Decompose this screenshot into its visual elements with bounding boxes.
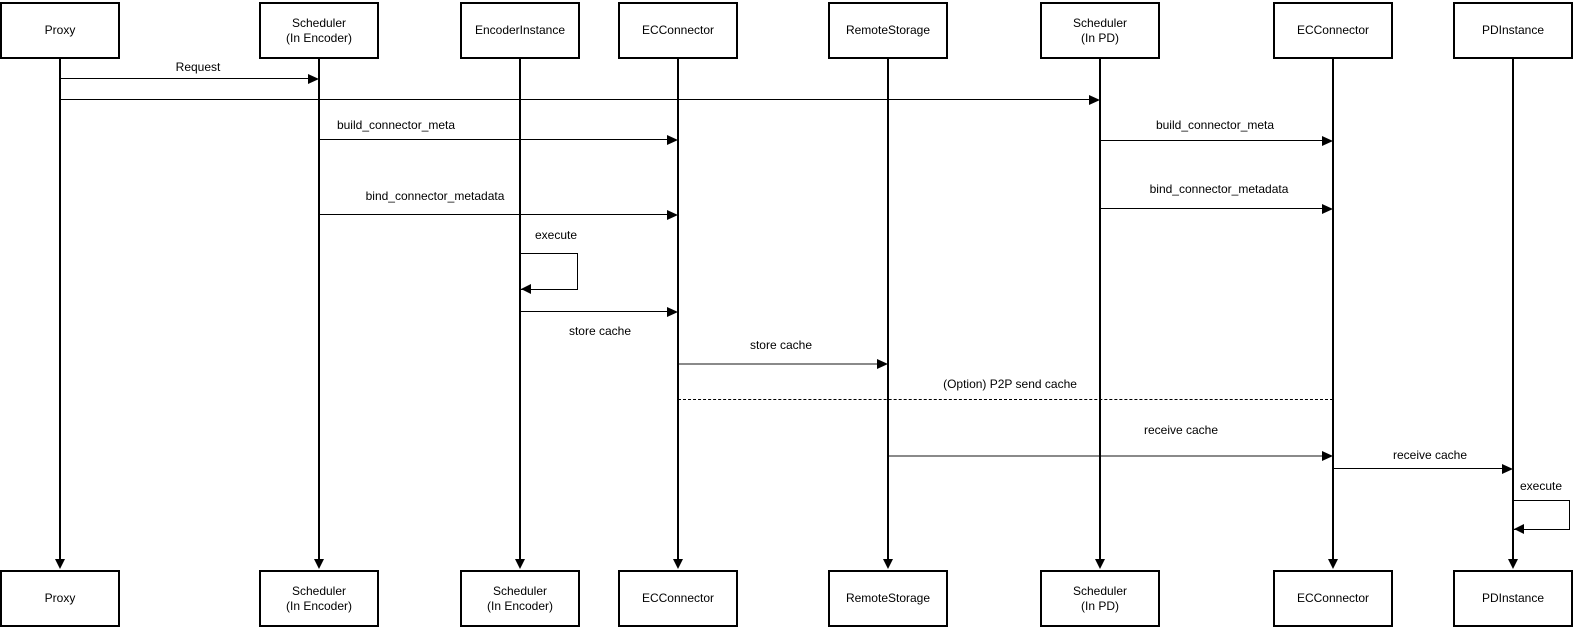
lifeline-proxy — [59, 59, 61, 560]
self-loop-execute-pd — [1513, 500, 1570, 530]
lifeline-encoder-instance — [519, 59, 521, 560]
arrowhead-build-connector-meta-right — [1322, 136, 1333, 146]
lifeline-scheduler-encoder — [318, 59, 320, 560]
message-line-p2p-send-cache — [678, 399, 1333, 400]
self-loop-execute-encoder — [520, 253, 578, 290]
lifeline-scheduler-pd — [1099, 59, 1101, 560]
arrowhead-store-cache-1 — [667, 307, 678, 317]
message-label-p2p-send-cache: (Option) P2P send cache — [943, 377, 1077, 391]
lifeline-end-arrow-scheduler-encoder — [314, 559, 324, 569]
actor-bottom-scheduler-pd: Scheduler (In PD) — [1040, 570, 1160, 627]
actor-bottom-scheduler-encoder: Scheduler (In Encoder) — [259, 570, 379, 627]
message-label-receive-cache-1: receive cache — [1143, 423, 1219, 437]
message-label-store-cache-1: store cache — [568, 324, 632, 338]
message-label-execute-encoder: execute — [535, 228, 578, 242]
message-line-build-connector-meta-right — [1100, 140, 1324, 141]
lifeline-ec-connector-encoder — [677, 59, 679, 560]
lifeline-end-arrow-pd-instance — [1508, 559, 1518, 569]
message-line-build-connector-meta-left — [319, 139, 669, 140]
actor-top-ec-connector-encoder: ECConnector — [618, 2, 738, 59]
actor-top-pd-instance: PDInstance — [1453, 2, 1573, 59]
arrowhead-build-connector-meta-left — [667, 135, 678, 145]
message-line-bind-connector-metadata-left — [319, 214, 669, 215]
arrowhead-store-cache-2 — [877, 359, 888, 369]
lifeline-end-arrow-remote-storage — [883, 559, 893, 569]
message-label-bind-connector-metadata-right: bind_connector_metadata — [1149, 182, 1289, 196]
message-label-build-connector-meta-right: build_connector_meta — [1155, 118, 1275, 132]
arrowhead-receive-cache-2 — [1502, 464, 1513, 474]
lifeline-remote-storage — [887, 59, 889, 560]
actor-bottom-pd-instance: PDInstance — [1453, 570, 1573, 627]
lifeline-ec-connector-pd — [1332, 59, 1334, 560]
lifeline-end-arrow-ec-connector-pd — [1328, 559, 1338, 569]
actor-top-scheduler-pd: Scheduler (In PD) — [1040, 2, 1160, 59]
lifeline-pd-instance — [1512, 59, 1514, 560]
message-line-request — [60, 78, 310, 79]
arrowhead-bind-connector-metadata-left — [667, 210, 678, 220]
message-label-build-connector-meta-left: build_connector_meta — [336, 118, 456, 132]
lifeline-end-arrow-scheduler-pd — [1095, 559, 1105, 569]
lifeline-end-arrow-proxy — [55, 559, 65, 569]
message-line-bind-connector-metadata-right — [1100, 208, 1324, 209]
actor-top-scheduler-encoder: Scheduler (In Encoder) — [259, 2, 379, 59]
message-line-forward-request — [60, 99, 1091, 100]
actor-top-remote-storage: RemoteStorage — [828, 2, 948, 59]
lifeline-end-arrow-encoder-instance — [515, 559, 525, 569]
actor-bottom-ec-connector-encoder: ECConnector — [618, 570, 738, 627]
message-label-bind-connector-metadata-left: bind_connector_metadata — [365, 189, 505, 203]
message-line-receive-cache-2 — [1333, 468, 1504, 469]
message-label-receive-cache-2: receive cache — [1392, 448, 1468, 462]
message-label-store-cache-2: store cache — [749, 338, 813, 352]
actor-top-proxy: Proxy — [0, 2, 120, 59]
message-line-store-cache-1 — [520, 311, 669, 312]
arrowhead-execute-pd — [1514, 524, 1524, 534]
lifeline-end-arrow-ec-connector-encoder — [673, 559, 683, 569]
actor-bottom-ec-connector-pd: ECConnector — [1273, 570, 1393, 627]
arrowhead-request — [308, 74, 319, 84]
actor-top-ec-connector-pd: ECConnector — [1273, 2, 1393, 59]
message-line-store-cache-2 — [678, 363, 879, 365]
arrowhead-execute-encoder — [521, 284, 531, 294]
actor-bottom-remote-storage: RemoteStorage — [828, 570, 948, 627]
arrowhead-receive-cache-1 — [1322, 451, 1333, 461]
message-label-request: Request — [175, 60, 221, 74]
message-label-execute-pd: execute — [1520, 479, 1563, 493]
arrowhead-forward-request — [1089, 95, 1100, 105]
actor-bottom-proxy: Proxy — [0, 570, 120, 627]
message-line-receive-cache-1 — [888, 455, 1324, 457]
actor-bottom-encoder-instance: Scheduler (In Encoder) — [460, 570, 580, 627]
actor-top-encoder-instance: EncoderInstance — [460, 2, 580, 59]
arrowhead-bind-connector-metadata-right — [1322, 204, 1333, 214]
